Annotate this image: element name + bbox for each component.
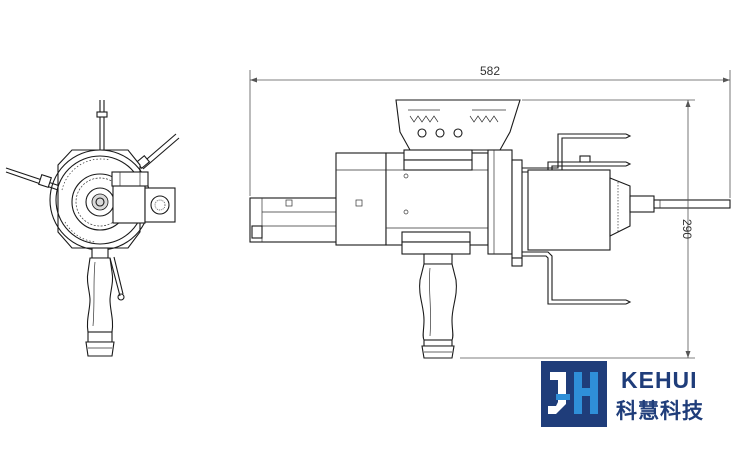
- front-view: [5, 100, 180, 357]
- brand-logo: KEHUI 科慧科技: [541, 361, 704, 427]
- side-view: [249, 99, 731, 359]
- dimension-width: 582: [249, 64, 731, 198]
- height-label: 290: [680, 219, 694, 239]
- width-label: 582: [480, 64, 500, 78]
- brand-name-cn: 科慧科技: [616, 399, 704, 423]
- brand-name-en: KEHUI: [621, 367, 698, 393]
- dimension-height: 290: [460, 99, 695, 359]
